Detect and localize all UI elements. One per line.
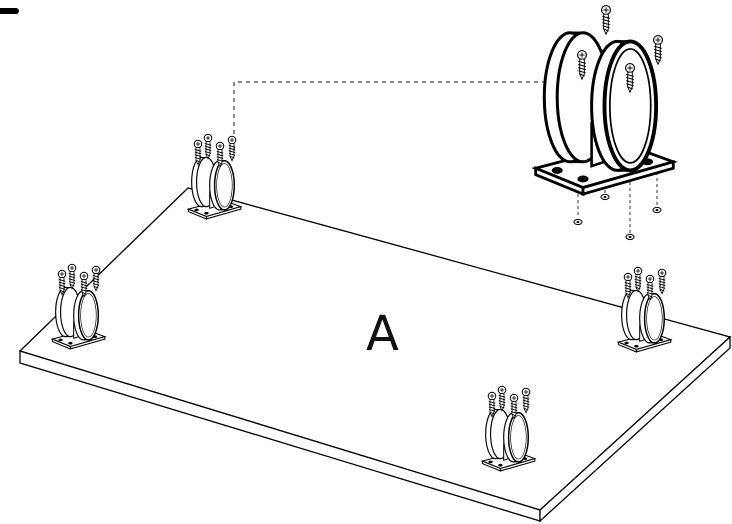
guide-line	[233, 81, 548, 150]
page-corner-marker	[0, 8, 19, 14]
panel-label: A	[366, 306, 399, 362]
screw-holes	[573, 193, 662, 241]
board-panel-icon	[18, 187, 732, 523]
caster-wheel-icon	[533, 30, 676, 196]
